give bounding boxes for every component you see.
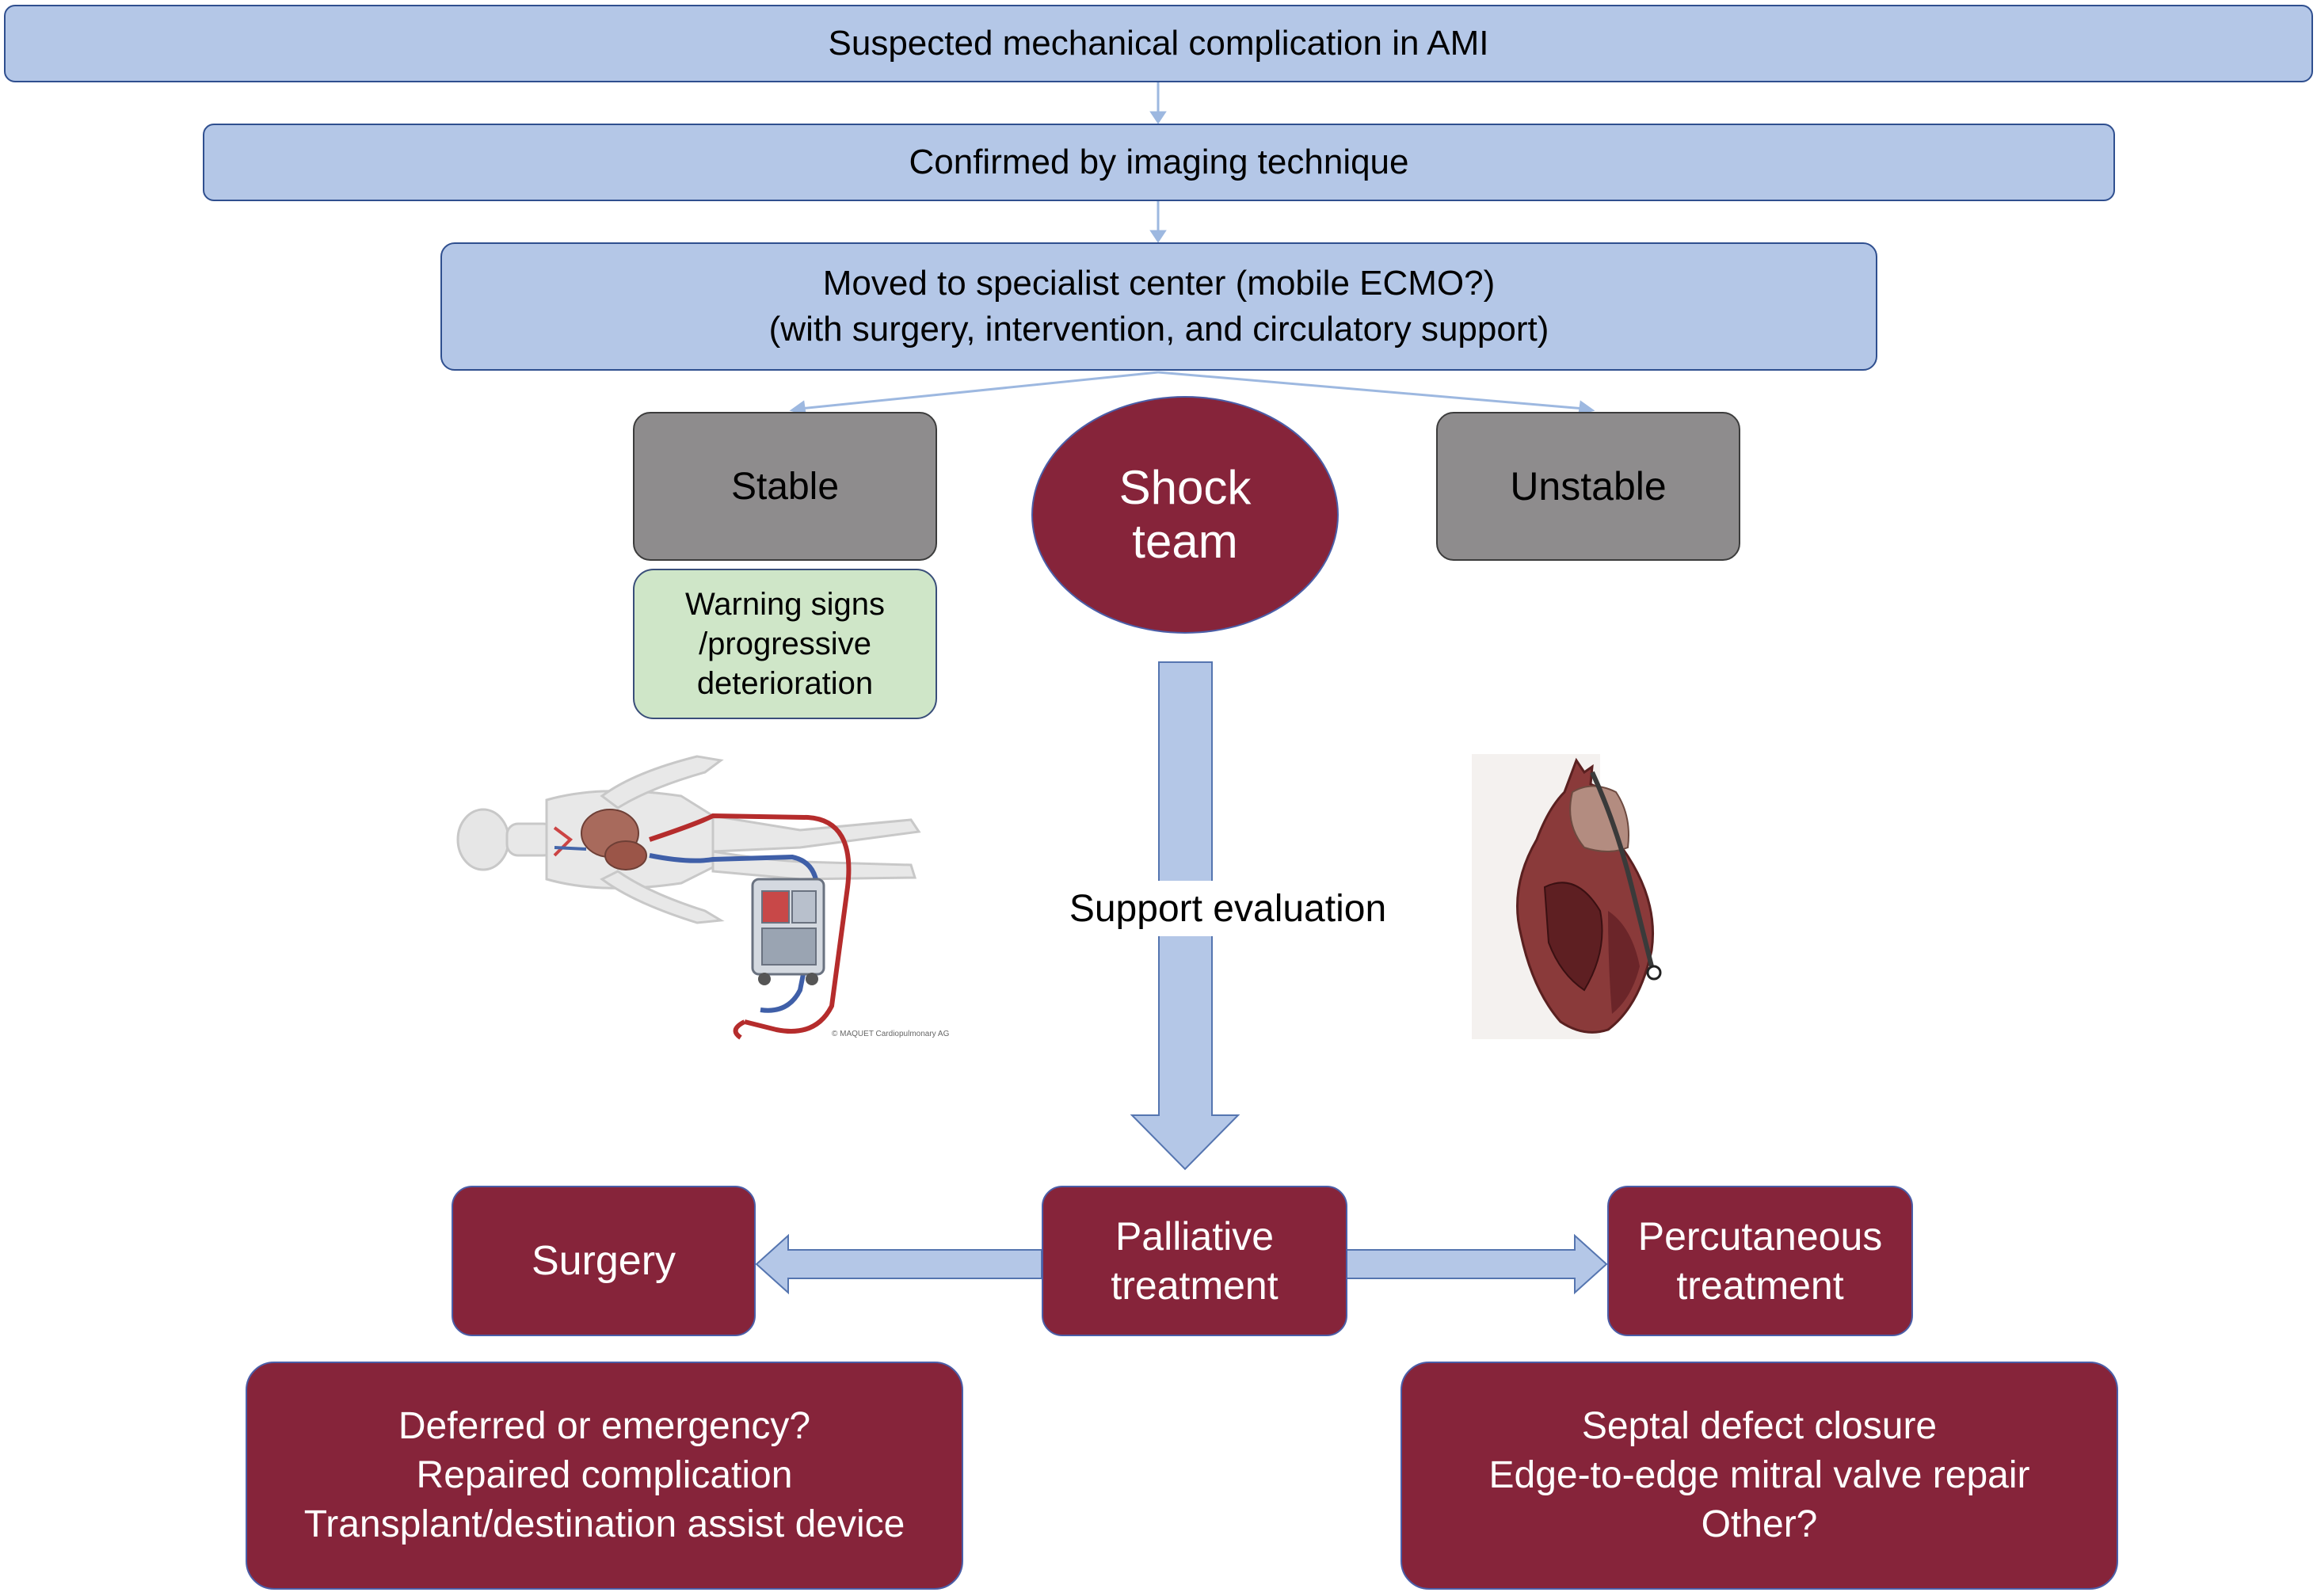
connector-arrow-2 [1149, 201, 1167, 243]
palliative-line1: Palliative [1115, 1214, 1275, 1259]
shock-team-line1: Shock [1118, 461, 1252, 514]
suspected-complication-box: Suspected mechanical complication in AMI [4, 5, 2313, 82]
confirmed-imaging-box: Confirmed by imaging technique [203, 124, 2115, 201]
warning-signs-box: Warning signs /progressive deterioration [633, 569, 937, 719]
confirmed-imaging-label: Confirmed by imaging technique [909, 143, 1409, 181]
right-arrow-to-percutaneous [1346, 1233, 1608, 1295]
percutaneous-detail-3: Other? [1701, 1503, 1818, 1545]
stable-box: Stable [633, 412, 937, 561]
support-evaluation-text: Support evaluation [1069, 887, 1387, 930]
palliative-line2: treatment [1111, 1263, 1279, 1308]
percutaneous-treatment-box: Percutaneous treatment [1607, 1186, 1913, 1336]
warning-line3: deterioration [696, 666, 874, 701]
warning-line1: Warning signs [685, 587, 885, 622]
surgery-box: Surgery [452, 1186, 756, 1336]
surgery-detail-2: Repaired complication [416, 1454, 793, 1496]
specialist-center-line2: (with surgery, intervention, and circula… [768, 310, 1549, 349]
left-arrow-to-surgery [755, 1233, 1042, 1295]
surgery-detail-1: Deferred or emergency? [398, 1405, 811, 1447]
surgery-detail-3: Transplant/destination assist device [303, 1503, 905, 1545]
suspected-complication-label: Suspected mechanical complication in AMI [828, 24, 1489, 63]
percutaneous-details-box: Septal defect closure Edge-to-edge mitra… [1400, 1362, 2118, 1590]
percutaneous-line2: treatment [1676, 1263, 1844, 1308]
stable-label: Stable [730, 465, 840, 508]
percutaneous-detail-1: Septal defect closure [1581, 1405, 1938, 1447]
connector-arrow-1 [1149, 82, 1167, 124]
warning-line2: /progressive [699, 627, 871, 661]
shock-team-line2: team [1132, 515, 1238, 568]
percutaneous-line1: Percutaneous [1637, 1214, 1883, 1259]
support-evaluation-label: Support evaluation [1030, 881, 1426, 936]
percutaneous-detail-2: Edge-to-edge mitral valve repair [1488, 1454, 2030, 1496]
surgery-label: Surgery [531, 1238, 676, 1284]
specialist-center-box: Moved to specialist center (mobile ECMO?… [440, 242, 1877, 371]
shock-team-circle: Shock team [1031, 396, 1339, 634]
palliative-treatment-box: Palliative treatment [1042, 1186, 1347, 1336]
ecmo-credit-text: © MAQUET Cardiopulmonary AG [832, 1030, 950, 1038]
unstable-label: Unstable [1510, 464, 1667, 509]
surgery-details-box: Deferred or emergency? Repaired complica… [246, 1362, 963, 1590]
unstable-box: Unstable [1436, 412, 1740, 561]
specialist-center-line1: Moved to specialist center (mobile ECMO?… [822, 264, 1496, 303]
